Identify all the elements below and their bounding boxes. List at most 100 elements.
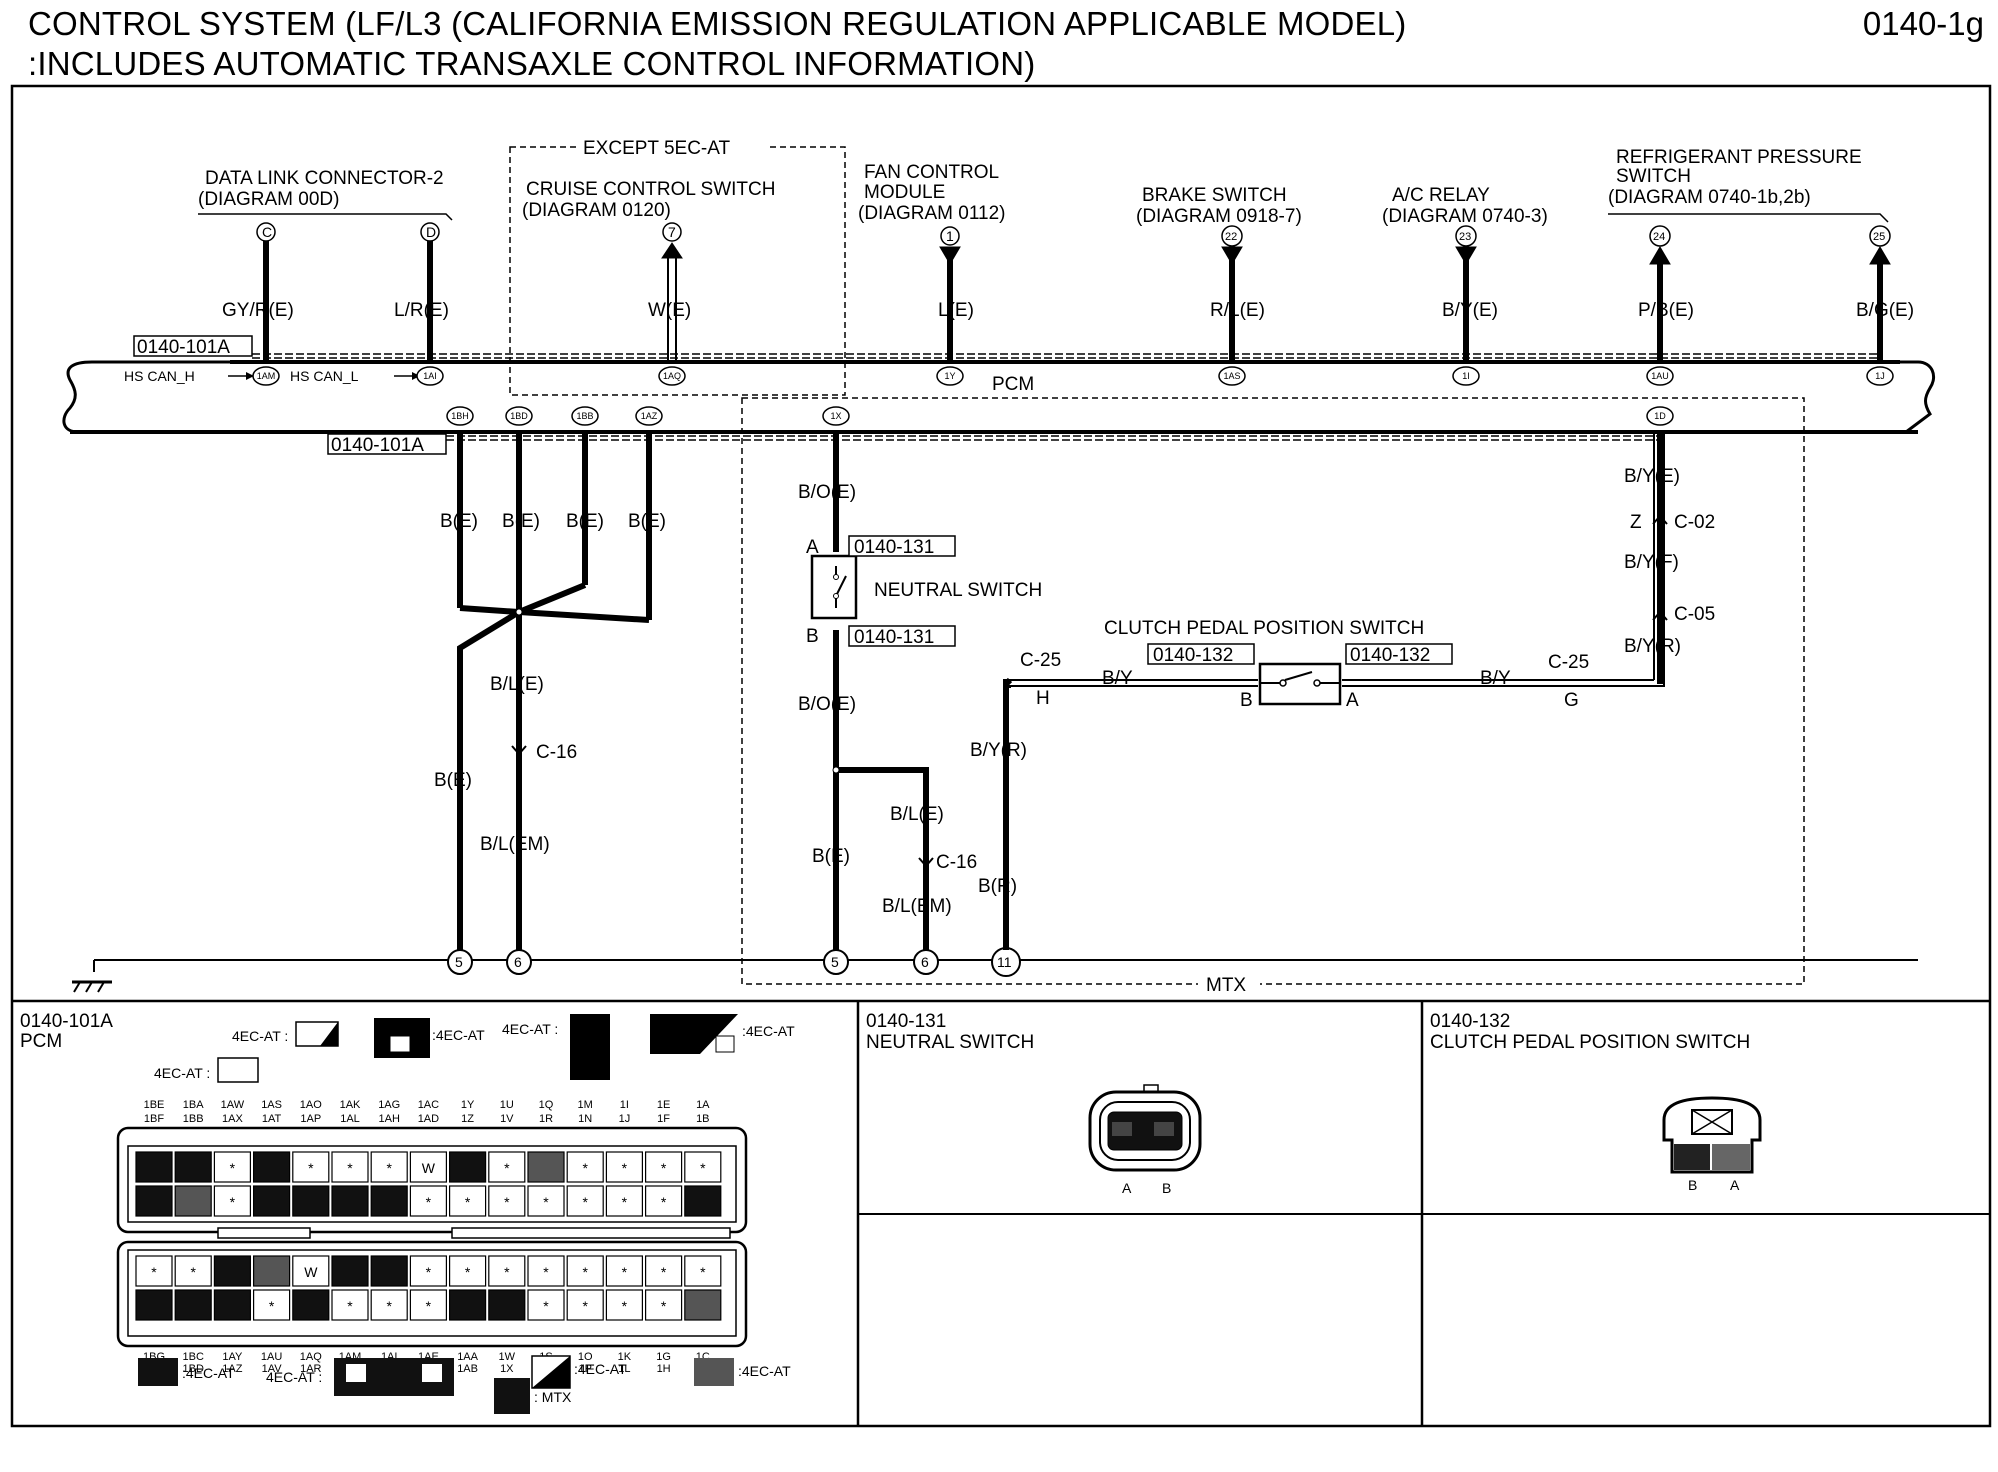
- pcm-pin-label-top1: 1AO: [300, 1099, 322, 1111]
- pcm-pin-star: *: [582, 1264, 588, 1280]
- pcm-pin-cell: [684, 1185, 722, 1217]
- pcm-pin-label-bot1: 1K: [618, 1351, 632, 1363]
- pcm-pin-star: *: [386, 1160, 392, 1176]
- pcm-pin-label-bot1: 1O: [578, 1351, 593, 1363]
- pcm-pin-label-top1: 1AS: [261, 1099, 282, 1111]
- wire-pb: P/B(E): [1638, 300, 1694, 321]
- wire-be-4: B(E): [628, 511, 666, 532]
- pcm-pin-cell: [605, 1185, 644, 1217]
- hs-can-l: HS CAN_L: [290, 368, 359, 384]
- pcm-pin-label-top2: 1V: [500, 1113, 514, 1125]
- legend-7: 4EC-AT :: [266, 1369, 322, 1385]
- pcm-pin-label-top2: 1BB: [183, 1113, 204, 1125]
- ns-pin-b: B: [806, 626, 819, 647]
- ns-connector-face: [1088, 1084, 1202, 1172]
- pcm-pin-w: W: [422, 1160, 436, 1176]
- pcm-pin-star: *: [465, 1194, 471, 1210]
- pcm-terminal-top: [936, 366, 964, 386]
- pcm-terminal-top: [1646, 366, 1674, 386]
- pcm-pin-cell: [331, 1151, 369, 1183]
- z-label: Z: [1630, 512, 1642, 533]
- pcm-pin-cell: [605, 1255, 644, 1287]
- wire-rl: R/L(E): [1210, 300, 1265, 321]
- wire-bl-e: B/L(E): [490, 674, 544, 695]
- pcm-pin-cell: [409, 1151, 447, 1183]
- pcm-pin-cell: [213, 1255, 251, 1287]
- pcm-pin-star: *: [661, 1264, 667, 1280]
- outer-frame: [10, 84, 1992, 1428]
- pcm-pin-star: *: [386, 1298, 392, 1314]
- pcm-pin-cell: [644, 1255, 683, 1287]
- pcm-pin-label-top2: 1F: [657, 1113, 670, 1125]
- pcm-pin-star: *: [347, 1160, 353, 1176]
- pcm-pin-label-bot2: 1AR: [300, 1363, 321, 1375]
- pcm-pin-cell: [527, 1255, 565, 1287]
- pcm-pin-cell: [566, 1255, 604, 1287]
- wire-by-left: B/Y: [1102, 668, 1133, 689]
- pcm-pin-cell: [253, 1255, 291, 1287]
- pcm-terminal-bottom-label: 1BH: [451, 411, 469, 421]
- mtx-label: MTX: [1206, 975, 1246, 996]
- pcm-pin-cell: [135, 1151, 173, 1183]
- pcm-pin-star: *: [661, 1194, 667, 1210]
- clutch-title: CLUTCH PEDAL POSITION SWITCH: [1104, 618, 1424, 639]
- pcm-pin-label-top2: 1BF: [144, 1113, 164, 1125]
- pcm-terminal-bottom: [635, 406, 663, 426]
- ns-face-pin-b: B: [1162, 1180, 1171, 1196]
- acrelay-pin: 23: [1459, 231, 1471, 243]
- pcm-pin-star: *: [426, 1264, 432, 1280]
- pcm-pin-star: *: [543, 1194, 549, 1210]
- gnd-5-b: 5: [831, 954, 839, 970]
- pcm-pin-star: *: [622, 1160, 628, 1176]
- pcm-pin-cell: [370, 1289, 408, 1321]
- except-5ec-at-box: [509, 146, 846, 396]
- pcm-pin-cell: [488, 1289, 526, 1321]
- pcm-terminal-top-label: 1I: [1462, 371, 1470, 381]
- pcm-pin-cell: [331, 1255, 369, 1287]
- page-title-line2: :INCLUDES AUTOMATIC TRANSAXLE CONTROL IN…: [28, 45, 1036, 82]
- ns-panel-name: NEUTRAL SWITCH: [866, 1032, 1034, 1053]
- pcm-terminal-top: [1218, 366, 1246, 386]
- pcm-pin-star: *: [230, 1160, 236, 1176]
- pcm-pin-cell: [292, 1151, 330, 1183]
- pcm-pin-label-bot1: 1BC: [182, 1351, 203, 1363]
- pcm-pin-cell: [449, 1289, 487, 1321]
- legend-3: :4EC-AT: [432, 1027, 485, 1043]
- pcm-pin-label-top2: 1AH: [378, 1113, 399, 1125]
- pcm-pin-star: *: [269, 1298, 275, 1314]
- pcm-terminal-top-label: 1AM: [257, 371, 276, 381]
- pcm-pin-cell: [331, 1185, 369, 1217]
- pcm-pin-cell: [684, 1151, 722, 1183]
- mtx-box: [741, 397, 1805, 985]
- pcm-panel-name: PCM: [20, 1031, 62, 1052]
- pcm-pin-label-bot2: 1X: [500, 1363, 514, 1375]
- pcm-pin-cell: [605, 1151, 644, 1183]
- pcm-pin-star: *: [661, 1160, 667, 1176]
- brake-diagram: (DIAGRAM 0918-7): [1136, 206, 1302, 227]
- wire-be-1: B(E): [440, 511, 478, 532]
- pcm-pin-cell: [488, 1185, 526, 1217]
- pcm-pin-label-top2: 1Z: [461, 1113, 474, 1125]
- dlc-diagram: (DIAGRAM 00D): [198, 189, 339, 210]
- hs-can-h: HS CAN_H: [124, 368, 195, 384]
- pcm-terminal-top: [658, 366, 686, 386]
- wire-gyr: GY/R(E): [222, 300, 294, 321]
- pcm-pin-star: *: [582, 1194, 588, 1210]
- pcm-pin-label-top2: 1AX: [222, 1113, 243, 1125]
- pcm-terminal-bottom: [571, 406, 599, 426]
- pcm-pin-cell: [449, 1185, 487, 1217]
- pcm-terminal-bottom-label: 1BB: [576, 411, 593, 421]
- pcm-pin-cell: [527, 1185, 565, 1217]
- pcm-pin-star: *: [426, 1298, 432, 1314]
- gnd-6-b: 6: [921, 954, 929, 970]
- pcm-pin-label-top1: 1E: [657, 1099, 670, 1111]
- pcm-pin-star: *: [622, 1298, 628, 1314]
- pcm-pin-cell: [527, 1289, 565, 1321]
- refrig-title2: SWITCH: [1616, 166, 1691, 187]
- except-5ec-at-label: EXCEPT 5EC-AT: [583, 138, 731, 159]
- c02-label: C-02: [1674, 512, 1715, 533]
- legend-9: :4EC-AT: [574, 1361, 627, 1377]
- wire-bl-em: B/L(EM): [480, 834, 550, 855]
- wire-l: L(E): [938, 300, 974, 321]
